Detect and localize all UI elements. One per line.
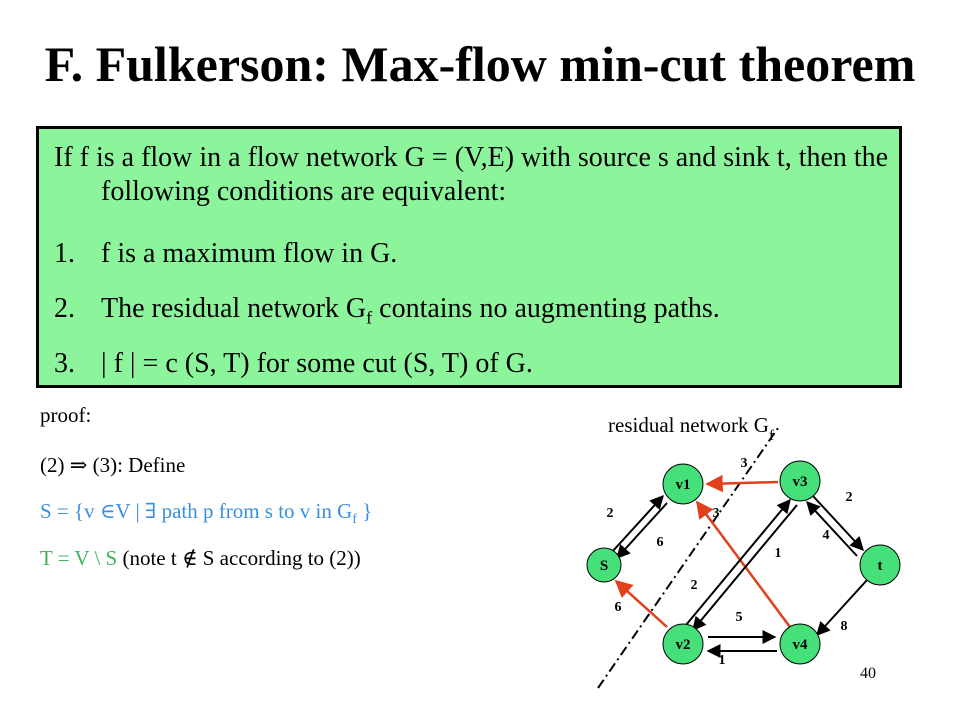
theorem-intro: If f is a flow in a flow network G = (V,… (54, 142, 889, 207)
proof-label: proof: (40, 403, 92, 427)
node-v2-label: v2 (676, 637, 691, 653)
node-v2: v2 (662, 623, 704, 665)
proof-step: (2) ⇒ (3): Define (40, 452, 185, 478)
condition-2-subscript: f (366, 307, 373, 328)
set-t-definition: T = V \ S (note t ∉ S according to (2)) (40, 545, 361, 571)
theorem-box: If f is a flow in a flow network G = (V,… (36, 126, 902, 388)
edge-label: 2 (607, 506, 614, 521)
edge-label: 5 (736, 610, 743, 625)
condition-3: 3. | f | = c (S, T) for some cut (S, T) o… (54, 347, 533, 381)
node-v1-label: v1 (676, 477, 691, 493)
edge-s-v1-a (611, 494, 664, 553)
condition-3-number: 3. (54, 348, 75, 379)
implies-symbol: ⇒ (69, 453, 88, 477)
node-v3-label: v3 (793, 474, 808, 490)
edge-v2-v3-a (685, 498, 791, 626)
proof-step-pre: (2) (40, 453, 70, 477)
node-v3: v3 (779, 460, 821, 502)
node-s: S (586, 547, 622, 583)
condition-2-text-end: contains no augmenting paths. (372, 293, 720, 324)
edge-label: 6 (615, 600, 622, 615)
edge-label: 3 (713, 506, 720, 521)
not-element-symbol: ∉ (181, 546, 198, 570)
condition-1-number: 1. (54, 238, 75, 269)
edge-labels: 3 2 3 6 2 1 4 2 6 5 8 1 (607, 456, 853, 668)
set-s-mid: V | (115, 499, 145, 523)
condition-3-text: | f | = c (S, T) for some cut (S, T) of … (101, 348, 533, 379)
edge-v3-v1 (705, 474, 779, 493)
condition-2-number: 2. (54, 293, 75, 324)
set-t-note-pre: (note t (117, 546, 182, 570)
edge-v2-s (614, 579, 668, 628)
set-t-note-post: S according to (2)) (197, 546, 361, 570)
slide-title: F. Fulkerson: Max-flow min-cut theorem (44, 36, 916, 92)
slide-number: 40 (860, 665, 876, 682)
condition-2: 2. The residual network Gf contains no au… (54, 292, 720, 335)
graph-caption: residual network Gf (608, 413, 774, 444)
edge-v4-v1 (695, 500, 792, 628)
proof-step-post: (3): Define (87, 453, 186, 477)
cut-line (597, 427, 779, 689)
edge-label: 1 (719, 653, 726, 668)
node-v1: v1 (662, 463, 704, 505)
node-t: t (859, 544, 901, 586)
condition-1-text: f is a maximum flow in G. (101, 238, 398, 269)
edge-t-v4 (816, 579, 868, 637)
edge-s-v1-b (616, 502, 668, 560)
condition-2-text: The residual network G (101, 293, 367, 324)
node-s-label: S (600, 558, 608, 574)
set-s-subscript: f (352, 512, 357, 528)
node-v4-label: v4 (793, 637, 809, 653)
edge-v3-t-b (806, 500, 858, 557)
edge-label: 2 (846, 490, 853, 505)
set-s-path: path p from s to v in G (156, 499, 353, 523)
graph-nodes: S v1 v2 v3 v4 t (586, 460, 901, 665)
element-of-symbol: ∈ (99, 499, 116, 523)
edge-label: 2 (691, 578, 698, 593)
set-t-def: T = V \ S (40, 546, 118, 570)
edge-v2-v3-b (692, 504, 798, 632)
edge-label: 4 (823, 528, 830, 543)
edge-label: 6 (657, 535, 664, 550)
graph-edges (611, 474, 868, 658)
node-t-label: t (878, 558, 883, 574)
edge-label: 3 (741, 456, 748, 471)
set-s-pre: S = {v (40, 499, 100, 523)
condition-1: 1. f is a maximum flow in G. (54, 237, 397, 271)
node-v4: v4 (779, 623, 821, 665)
exists-symbol: ∃ (144, 499, 157, 523)
edge-label: 8 (841, 619, 848, 634)
edge-v3-t-a (812, 495, 864, 552)
set-s-end: } (356, 499, 373, 523)
edge-label: 1 (775, 546, 782, 561)
set-s-definition: S = {v ∈V | ∃ path p from s to v in Gf } (40, 498, 372, 533)
